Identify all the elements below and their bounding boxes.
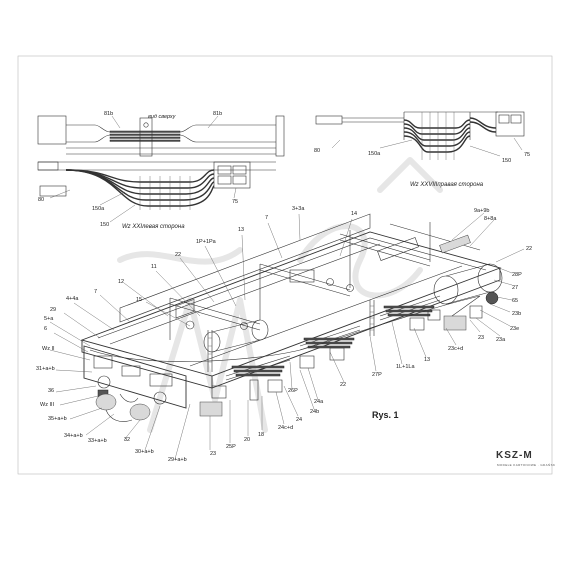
leader-lines: [49, 212, 525, 460]
callout-label: 24a: [314, 399, 324, 405]
callout-label: 25P: [226, 444, 236, 450]
callout-label: 29+a+b: [168, 457, 187, 463]
callout-label: 34+a+b: [64, 433, 83, 439]
figure-label: Rys. 1: [372, 410, 399, 420]
watermark: [117, 157, 443, 433]
inset-left-label-6: 150: [100, 222, 109, 228]
callout-label: Wz II: [42, 346, 55, 352]
upper-left-box: [37, 115, 67, 145]
callout-label: 35+a+b: [48, 416, 67, 422]
inset-right-label-1: 80: [314, 148, 320, 154]
callout-label: 27P: [372, 372, 382, 378]
callout-label: 23e: [510, 326, 519, 332]
callout-label: 24: [296, 417, 302, 423]
suspension-group-1: [199, 355, 291, 417]
inset-left-label-2: 81b: [213, 111, 222, 117]
callout-label: 22: [526, 246, 532, 252]
callout-label: 33+a+b: [88, 438, 107, 444]
suspension-group-2: [299, 325, 361, 369]
callout-label: 8+8a: [484, 216, 497, 222]
callout-label: 23b: [512, 311, 521, 317]
brand-name: KSZ-M: [496, 450, 533, 461]
callout-label: 13: [238, 227, 244, 233]
inset-left-caption: Wz XXIлевая сторона: [122, 224, 185, 230]
callout-label: 6: [44, 326, 47, 332]
callout-label: 13: [424, 357, 430, 363]
callout-label: 23a: [496, 337, 506, 343]
inset-right-label-3: 150: [502, 158, 511, 164]
callout-label: 9a+9b: [474, 208, 489, 214]
callout-label: 32: [124, 437, 130, 443]
inset-left-label-5: 75: [232, 199, 238, 205]
callout-label: 26P: [288, 388, 298, 394]
callout-label: 36: [48, 388, 54, 394]
callout-label: 22: [175, 252, 181, 258]
callout-label: 12: [118, 279, 124, 285]
callout-label: 14: [351, 211, 357, 217]
suspension-group-3: [379, 295, 441, 331]
callout-label: 65: [512, 298, 518, 304]
inset-left-label-3: 80: [38, 197, 44, 203]
callout-label: 5+a: [44, 316, 54, 322]
callout-label: 24c+d: [278, 425, 293, 431]
callout-label: 23c+d: [448, 346, 463, 352]
callout-label: 22: [340, 382, 346, 388]
callout-label: 7: [265, 215, 268, 221]
brand-subtitle: MODELE KARTONOWE · GDAŃSK: [497, 463, 555, 467]
inset-right-label-4: 75: [524, 152, 530, 158]
callout-label: 24b: [310, 409, 319, 415]
inset-right: 80 150a 150 75 Wz XXVIIIправая сторона: [314, 111, 530, 188]
inset-left: 81b 81b вид сверху 80 150a 75 150 Wz XXI…: [37, 111, 285, 230]
callout-label: 29: [50, 307, 56, 313]
callout-label: 7: [94, 289, 97, 295]
callout-label: 31+a+b: [36, 366, 55, 372]
callout-label: 15: [136, 297, 142, 303]
chassis-assembly: [80, 213, 503, 422]
callout-label: 1P+1Pa: [196, 239, 217, 245]
inset-right-caption: Wz XXVIIIправая сторона: [410, 182, 484, 188]
callout-label: 23: [210, 451, 216, 457]
inset-right-label-2: 150a: [368, 151, 381, 157]
callout-labels: 3+3a 14 7 13 1P+1Pa 22 11 12 15 7 4+4a 2…: [36, 206, 532, 463]
brand-logo: KSZ-M MODELE KARTONOWE · GDAŃSK: [496, 450, 555, 467]
inset-left-title: вид сверху: [148, 114, 177, 120]
callout-label: 3+3a: [292, 206, 305, 212]
inset-left-label-1: 81b: [104, 111, 113, 117]
callout-label: 27: [512, 285, 518, 291]
callout-label: 23: [478, 335, 484, 341]
callout-label: 1L+1La: [396, 364, 415, 370]
callout-label: 18: [258, 432, 264, 438]
inset-left-label-4: 150a: [92, 206, 105, 212]
callout-label: Wz III: [40, 402, 55, 408]
callout-label: 30+a+b: [135, 449, 154, 455]
callout-label: 28P: [512, 272, 522, 278]
callout-label: 11: [151, 264, 157, 270]
callout-label: 4+4a: [66, 296, 79, 302]
callout-label: 20: [244, 437, 250, 443]
